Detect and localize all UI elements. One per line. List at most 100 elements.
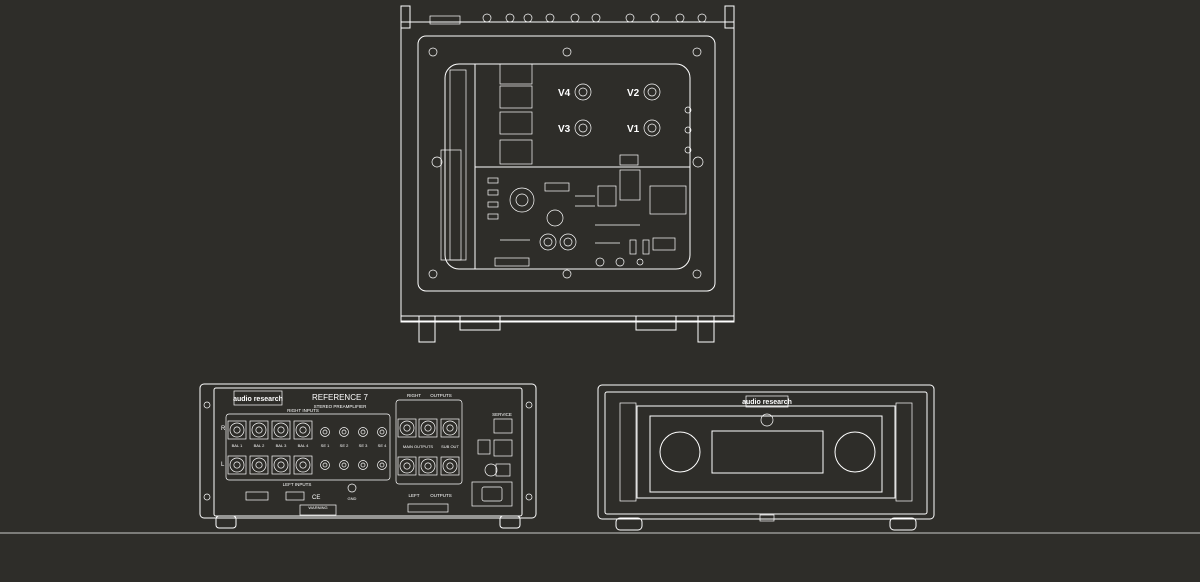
rca-in-r-1	[320, 427, 330, 437]
rca-in-r-3-core	[360, 429, 366, 435]
rca-in-l-2-core	[341, 462, 347, 468]
xlr-out-r-3	[442, 420, 458, 436]
xlr-in-l-3-housing	[271, 455, 291, 475]
ce-mark: CE	[312, 495, 320, 501]
channel-l-label: L	[221, 462, 225, 468]
xlr-in-l-1-core	[233, 461, 241, 469]
rca-in-l-1-core	[322, 462, 328, 468]
model-subtitle: STEREO PREAMPLIFIER	[314, 404, 368, 409]
rca-in-l-3-core	[360, 462, 366, 468]
right-inputs-label: RIGHT INPUTS	[287, 408, 319, 413]
xlr-in-l-1	[229, 457, 245, 473]
rca-in-r-2	[339, 427, 349, 437]
tube-label-v2: V2	[627, 88, 640, 99]
power-button-icon	[760, 413, 774, 427]
xlr-in-r-1-housing	[227, 420, 247, 440]
transformer-blocks	[499, 63, 533, 165]
warning-labels	[245, 491, 337, 516]
service-label: SERVICE	[492, 412, 512, 417]
xlr-out-r-1-housing	[397, 418, 417, 438]
xlr-in-r-3	[273, 422, 289, 438]
rear-brand-logo: audio research	[233, 396, 283, 403]
rear-connector-strip	[429, 13, 707, 25]
rear-panel-drawing: audio research REFERENCE 7 STEREO PREAMP…	[199, 383, 537, 529]
rear-panel-jacks	[227, 418, 460, 476]
se-2-label: SE 2	[340, 443, 349, 448]
xlr-out-r-2-core	[424, 424, 432, 432]
rca-in-r-3	[358, 427, 368, 437]
xlr-out-l-3-housing	[440, 456, 460, 476]
xlr-in-r-1	[229, 422, 245, 438]
xlr-out-l-1-housing	[397, 456, 417, 476]
xlr-out-l-2-core	[424, 462, 432, 470]
tube-label-v3: V3	[558, 124, 571, 135]
xlr-out-l-2	[420, 458, 436, 474]
circuit-board-components	[487, 106, 692, 267]
rear-panel-screws	[203, 401, 533, 501]
main-outputs-label: MAIN OUTPUTS	[403, 444, 434, 449]
xlr-in-r-4-core	[299, 426, 307, 434]
bal-1-label: BAL 1	[232, 443, 244, 448]
xlr-out-r-2-housing	[418, 418, 438, 438]
xlr-out-r-3-core	[446, 424, 454, 432]
top-view-drawing: V4 V2 V3 V1	[400, 5, 735, 343]
gnd-label: GND	[348, 496, 357, 501]
vacuum-tubes	[574, 83, 661, 137]
rca-in-l-1	[320, 460, 330, 470]
bal-4-label: BAL 4	[298, 443, 310, 448]
rca-in-l-4-core	[379, 462, 385, 468]
xlr-in-l-2-core	[255, 461, 263, 469]
se-4-label: SE 4	[378, 443, 387, 448]
se-3-label: SE 3	[359, 443, 368, 448]
model-name: REFERENCE 7	[312, 393, 369, 402]
right-outputs-label-a: RIGHT	[407, 393, 421, 398]
left-outputs-label-b: OUTPUTS	[430, 493, 452, 498]
xlr-out-l-3	[442, 458, 458, 474]
xlr-in-r-2	[251, 422, 267, 438]
xlr-in-l-2	[251, 457, 267, 473]
front-panel-drawing: audio research	[597, 384, 935, 531]
left-knob-icon	[659, 431, 701, 473]
xlr-in-r-2-housing	[249, 420, 269, 440]
se-1-label: SE 1	[321, 443, 330, 448]
right-outputs-label-b: OUTPUTS	[430, 393, 452, 398]
xlr-in-r-1-core	[233, 426, 241, 434]
xlr-in-r-4-housing	[293, 420, 313, 440]
rca-in-r-4-core	[379, 429, 385, 435]
right-knob-icon	[834, 431, 876, 473]
left-outputs-label-a: LEFT	[408, 493, 419, 498]
chassis-screws	[428, 47, 704, 279]
xlr-in-l-1-housing	[227, 455, 247, 475]
sub-out-label: SUB OUT	[441, 444, 459, 449]
rca-in-r-1-core	[322, 429, 328, 435]
rca-in-l-3	[358, 460, 368, 470]
xlr-out-r-1-core	[403, 424, 411, 432]
xlr-in-r-2-core	[255, 426, 263, 434]
xlr-in-r-3-core	[277, 426, 285, 434]
xlr-in-l-3-core	[277, 461, 285, 469]
xlr-in-r-4	[295, 422, 311, 438]
xlr-out-r-1	[399, 420, 415, 436]
xlr-in-l-3	[273, 457, 289, 473]
xlr-in-l-4	[295, 457, 311, 473]
xlr-in-r-3-housing	[271, 420, 291, 440]
tube-label-v1: V1	[627, 124, 640, 135]
rca-in-r-4	[377, 427, 387, 437]
rca-in-l-4	[377, 460, 387, 470]
warning-text: WARNING	[308, 505, 327, 510]
xlr-out-r-2	[420, 420, 436, 436]
xlr-out-r-3-housing	[440, 418, 460, 438]
tube-label-v4: V4	[558, 88, 571, 99]
xlr-out-l-1-core	[403, 462, 411, 470]
channel-r-label: R	[221, 426, 226, 432]
rca-in-r-2-core	[341, 429, 347, 435]
xlr-in-l-2-housing	[249, 455, 269, 475]
front-brand-logo: audio research	[742, 399, 792, 406]
bal-3-label: BAL 3	[276, 443, 288, 448]
xlr-in-l-4-core	[299, 461, 307, 469]
rca-in-l-2	[339, 460, 349, 470]
left-inputs-label: LEFT INPUTS	[283, 482, 312, 487]
bal-2-label: BAL 2	[254, 443, 266, 448]
